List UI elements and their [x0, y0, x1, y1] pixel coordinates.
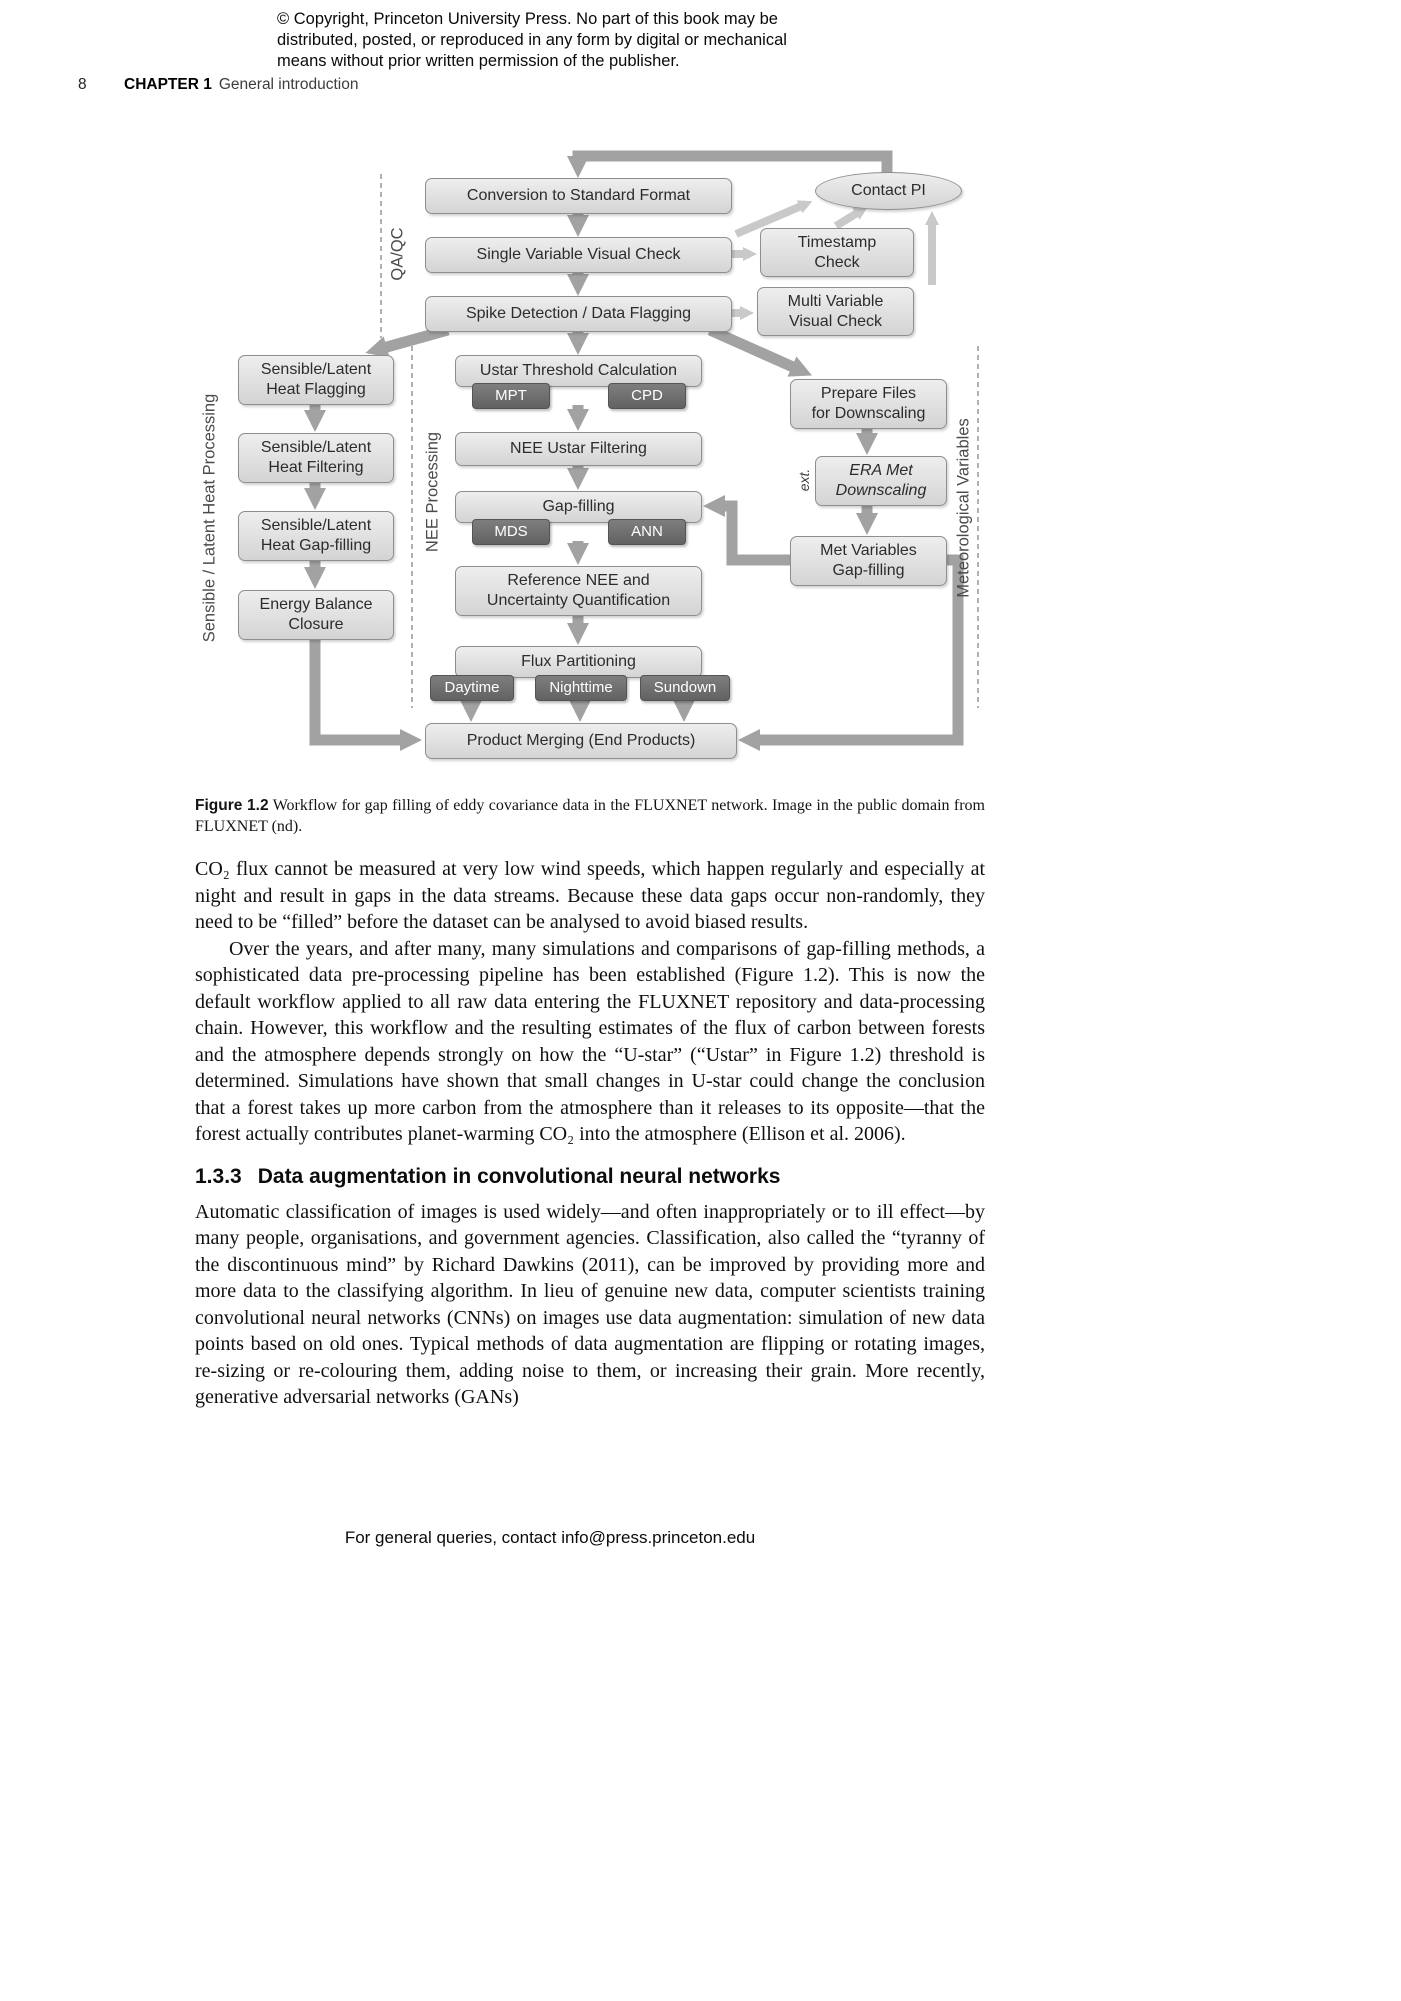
- node-cpd: CPD: [608, 383, 686, 409]
- figure-caption: Figure 1.2 Workflow for gap filling of e…: [195, 795, 985, 837]
- node-mpt: MPT: [472, 383, 550, 409]
- node-energy-balance-closure: Energy Balance Closure: [238, 590, 394, 640]
- chapter-label: CHAPTER 1: [124, 76, 212, 93]
- node-product-merging: Product Merging (End Products): [425, 723, 737, 759]
- label-meteorological-variables: Meteorological Variables: [954, 418, 973, 598]
- node-sensible-latent-heat-filtering: Sensible/Latent Heat Filtering: [238, 433, 394, 483]
- section-number: 1.3.3: [195, 1164, 242, 1188]
- figure-1-2-diagram: Conversion to Standard Format Contact PI…: [180, 140, 980, 780]
- node-prepare-files-for-downscaling: Prepare Files for Downscaling: [790, 379, 947, 429]
- figure-caption-text: Workflow for gap filling of eddy covaria…: [195, 797, 986, 835]
- node-nighttime: Nighttime: [535, 675, 627, 701]
- copyright-notice: © Copyright, Princeton University Press.…: [277, 9, 787, 72]
- node-contact-pi: Contact PI: [815, 172, 962, 210]
- paragraph-co2-flux: CO₂ flux cannot be measured at very low …: [195, 858, 985, 933]
- section-title: Data augmentation in convolutional neura…: [257, 1164, 781, 1188]
- node-flux-partitioning: Flux Partitioning: [455, 646, 702, 678]
- copyright-line: means without prior written permission o…: [277, 52, 680, 70]
- body-text-column: CO₂ flux cannot be measured at very low …: [195, 856, 985, 1411]
- label-sensible-latent-heat-processing: Sensible / Latent Heat Processing: [200, 393, 219, 643]
- figure-caption-label: Figure 1.2: [195, 797, 269, 814]
- paragraph-gap-filling-pipeline: Over the years, and after many, many sim…: [195, 937, 985, 1146]
- node-timestamp-check: Timestamp Check: [760, 228, 914, 277]
- node-reference-nee-uncertainty: Reference NEE and Uncertainty Quantifica…: [455, 566, 702, 616]
- node-single-variable-visual-check: Single Variable Visual Check: [425, 237, 732, 273]
- chapter-title: General introduction: [218, 76, 359, 93]
- node-mds: MDS: [472, 519, 550, 545]
- copyright-line: © Copyright, Princeton University Press.…: [277, 10, 778, 28]
- node-ustar-threshold-calculation: Ustar Threshold Calculation: [455, 355, 702, 387]
- running-header: 8 CHAPTER 1 General introduction: [78, 76, 358, 94]
- node-sundown: Sundown: [640, 675, 730, 701]
- paragraph-data-augmentation: Automatic classification of images is us…: [195, 1200, 985, 1409]
- node-nee-ustar-filtering: NEE Ustar Filtering: [455, 432, 702, 466]
- page-number: 8: [78, 76, 87, 93]
- flowchart-arrows: [304, 150, 979, 751]
- copyright-line: distributed, posted, or reproduced in an…: [277, 31, 787, 49]
- page-footer: For general queries, contact info@press.…: [344, 1528, 756, 1547]
- node-met-variables-gap-filling: Met Variables Gap-filling: [790, 536, 947, 586]
- node-conversion-to-standard-format: Conversion to Standard Format: [425, 178, 732, 214]
- node-era-met-downscaling: ERA Met Downscaling: [815, 456, 947, 506]
- node-daytime: Daytime: [430, 675, 514, 701]
- node-gap-filling: Gap-filling: [455, 491, 702, 523]
- node-sensible-latent-heat-gap-filling: Sensible/Latent Heat Gap-filling: [238, 511, 394, 561]
- node-multi-variable-visual-check: Multi Variable Visual Check: [757, 287, 914, 336]
- label-nee-processing: NEE Processing: [423, 431, 442, 553]
- section-heading-1-3-3: 1.3.3 Data augmentation in convolutional …: [195, 1165, 985, 1189]
- node-sensible-latent-heat-flagging: Sensible/Latent Heat Flagging: [238, 355, 394, 405]
- label-qa-qc: QA/QC: [388, 227, 407, 281]
- label-ext: ext.: [796, 468, 812, 492]
- node-spike-detection-data-flagging: Spike Detection / Data Flagging: [425, 296, 732, 332]
- node-ann: ANN: [608, 519, 686, 545]
